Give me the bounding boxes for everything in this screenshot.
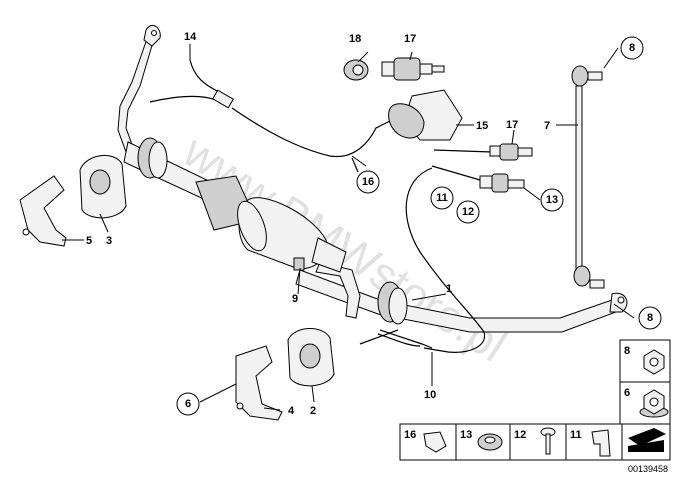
grommet-icon: [477, 433, 503, 451]
callout-8-top: 8: [620, 36, 644, 60]
callout-10: 10: [424, 389, 436, 401]
callout-numbers: 14 18 17 15 17 7 1 9 3 5 4 2 10: [86, 31, 550, 417]
arrow-icon: [628, 428, 666, 452]
legend-vertical: 8 6: [619, 339, 671, 425]
clip-icon: [423, 431, 447, 453]
bushing-3: [79, 155, 127, 219]
screw-icon: [540, 427, 556, 455]
sensor-13: [479, 173, 525, 193]
watermark: www.BMWstore.pl: [174, 124, 516, 371]
flange-nut-icon: [639, 389, 669, 418]
svg-text:11: 11: [436, 192, 448, 204]
valve-block: [388, 89, 463, 141]
svg-text:13: 13: [546, 194, 558, 206]
bushing-2: [287, 328, 335, 387]
callout-17-top: 17: [404, 33, 416, 45]
stabilizer-link: [571, 65, 605, 289]
callout-16: 16: [356, 170, 380, 194]
connector-17-top: [381, 57, 445, 81]
legend-horizontal: 16 13 12 11: [399, 423, 671, 461]
callout-3: 3: [106, 235, 112, 247]
svg-text:8: 8: [629, 42, 635, 54]
wiring: [149, 59, 493, 353]
callout-18: 18: [349, 33, 361, 45]
callout-2: 2: [310, 405, 316, 417]
bracket-4: [235, 345, 283, 421]
grommet-18: [343, 59, 369, 81]
callout-11: 11: [430, 186, 454, 210]
legend-label-16: 16: [404, 429, 416, 441]
active-stabilizer-actuator: [137, 137, 408, 325]
callout-8-bottom: 8: [638, 306, 662, 330]
legend-label-6: 6: [624, 387, 630, 399]
svg-text:12: 12: [462, 206, 474, 218]
legend-label-8: 8: [624, 345, 630, 357]
callout-6: 6: [176, 392, 200, 416]
bracket-5: [19, 175, 67, 247]
legend-label-11: 11: [570, 429, 582, 441]
callout-4: 4: [288, 405, 295, 417]
reference-number: 00139458: [628, 464, 668, 474]
callout-12: 12: [456, 200, 480, 224]
callout-7: 7: [544, 120, 550, 132]
cable-holder-icon: [591, 429, 611, 457]
callout-13: 13: [540, 188, 564, 212]
callout-9: 9: [292, 293, 298, 305]
leader-lines: [62, 44, 635, 411]
legend-label-12: 12: [514, 429, 526, 441]
callout-14: 14: [184, 31, 197, 43]
callout-15: 15: [476, 120, 488, 132]
nut-icon: [643, 349, 665, 375]
svg-text:6: 6: [185, 398, 191, 410]
callout-17-right: 17: [506, 119, 518, 131]
connector-17-right: [489, 143, 533, 161]
svg-text:8: 8: [647, 312, 653, 324]
legend-label-13: 13: [460, 429, 472, 441]
callout-1: 1: [446, 283, 452, 295]
svg-text:16: 16: [362, 176, 374, 188]
circled-callouts: 8 16 11 12 13 8 6: [176, 36, 662, 416]
callout-5: 5: [86, 235, 92, 247]
